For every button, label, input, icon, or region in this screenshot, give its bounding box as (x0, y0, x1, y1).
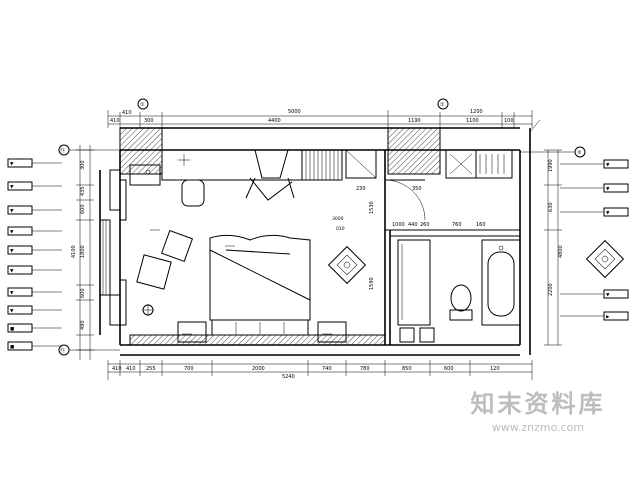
dim-left-3: 600 (80, 204, 86, 214)
entry-dim-1: 230 (356, 186, 366, 192)
watermark: 知末资料库 www.znzmo.com (448, 384, 628, 434)
svg-text:①: ① (440, 102, 445, 108)
toilet (449, 284, 473, 321)
desk-chair (245, 149, 295, 201)
bathroom-shower (445, 149, 513, 179)
dim-top-left-3: 300 (144, 118, 154, 124)
right-section-tags (560, 159, 629, 321)
left-tag-3: ▼ (10, 209, 14, 214)
bath-dim-1: 1000 (392, 222, 405, 228)
watermark-title: 知末资料库 (470, 390, 606, 418)
left-tag-2: ▼ (10, 185, 14, 190)
dim-right-2: 630 (548, 202, 554, 212)
top-dimension-lines (107, 110, 541, 133)
room-tag-2: 010 (336, 226, 345, 232)
dim-bottom-8: 850 (402, 366, 412, 372)
bath-dim-side-1: 1530 (369, 201, 375, 214)
bath-dim-5: 160 (476, 222, 486, 228)
room-tag-1: 3000 (332, 216, 344, 222)
dim-left-2: 435 (80, 186, 86, 196)
left-tag-9: ■ (10, 327, 14, 332)
bottom-dimension-lines (107, 360, 533, 380)
right-tag-2: ▼ (606, 187, 610, 192)
dim-top-left-1: 410 (122, 110, 132, 116)
svg-text:⑪: ⑪ (60, 147, 65, 154)
axis-bubble-top-a: ① (137, 98, 149, 110)
entry-door (384, 179, 426, 221)
svg-text:①: ① (140, 102, 145, 108)
bathroom-vanity (397, 239, 435, 343)
carpet-medallion (327, 245, 367, 285)
right-tag-1: ▼ (606, 163, 610, 168)
dim-right-3: 4800 (558, 245, 564, 258)
dim-top-left-2: 410 (110, 118, 120, 124)
bath-dim-2: 440 (408, 222, 418, 228)
dim-left-7: 490 (80, 320, 86, 330)
carpet-medallion-right (585, 239, 625, 279)
dim-bottom-4: 700 (184, 366, 194, 372)
bath-dim-4: 760 (452, 222, 462, 228)
left-tag-7: ▼ (10, 291, 14, 296)
dim-right-4: 2200 (548, 283, 554, 296)
dim-bottom-1: 410 (112, 366, 122, 372)
left-tag-6: ▼ (10, 269, 14, 274)
right-tag-3: ▼ (606, 211, 610, 216)
dim-top-right-3: 100 (504, 118, 514, 124)
dim-left-1: 300 (80, 160, 86, 170)
watermark-url: www.znzmo.com (491, 421, 585, 434)
left-section-tags (7, 158, 62, 351)
nightstand-left (177, 321, 207, 343)
dim-bottom-total: 5240 (282, 374, 295, 380)
right-tag-4: ▼ (606, 293, 610, 298)
left-tag-4: ▼ (10, 230, 14, 235)
dim-top-mid: 4400 (268, 118, 281, 124)
dim-top-total: 5000 (288, 109, 301, 115)
entry-dim-2: 350 (412, 186, 422, 192)
armchair (136, 229, 194, 316)
svg-text:③: ③ (577, 150, 581, 156)
window-left (99, 169, 127, 326)
svg-text:⑪: ⑪ (60, 347, 65, 354)
dim-bottom-2: 410 (126, 366, 136, 372)
outer-walls (99, 127, 531, 356)
left-tag-10: ■ (10, 345, 14, 350)
dim-bottom-7: 780 (360, 366, 370, 372)
dim-top-right-2: 1100 (466, 118, 479, 124)
dim-right-1: 1990 (548, 159, 554, 172)
axis-bubble-top-b: ① (437, 98, 449, 110)
right-tag-5: ▶ (606, 315, 610, 320)
bath-dim-side-2: 1590 (369, 277, 375, 290)
left-tag-8: ▼ (10, 309, 14, 314)
wardrobe (301, 149, 377, 181)
bathtub (481, 239, 521, 326)
bath-dim-3: 260 (420, 222, 430, 228)
dim-bottom-9: 600 (444, 366, 454, 372)
dim-left-6: 600 (80, 288, 86, 298)
left-tag-1: ▼ (10, 162, 14, 167)
nightstand-right (317, 321, 347, 343)
right-dimension-lines (544, 149, 562, 346)
dim-left-5: 4100 (71, 245, 77, 258)
left-dimension-lines (76, 145, 94, 360)
dim-top-right-1: 1190 (408, 118, 421, 124)
left-tag-5: ▼ (10, 249, 14, 254)
dim-bottom-10: 120 (490, 366, 500, 372)
hatched-bottom-wall (129, 334, 386, 346)
hatched-column-left (119, 127, 163, 175)
dim-bottom-5: 2000 (252, 366, 265, 372)
dim-top-right-total: 1200 (470, 109, 483, 115)
section-arrows (150, 229, 332, 335)
dim-left-4: 1800 (80, 245, 86, 258)
dim-bottom-6: 740 (322, 366, 332, 372)
bed (209, 234, 311, 336)
axis-bubble-right: ③ (520, 146, 586, 158)
dim-bottom-3: 255 (146, 366, 156, 372)
hatched-column-right (387, 127, 441, 175)
